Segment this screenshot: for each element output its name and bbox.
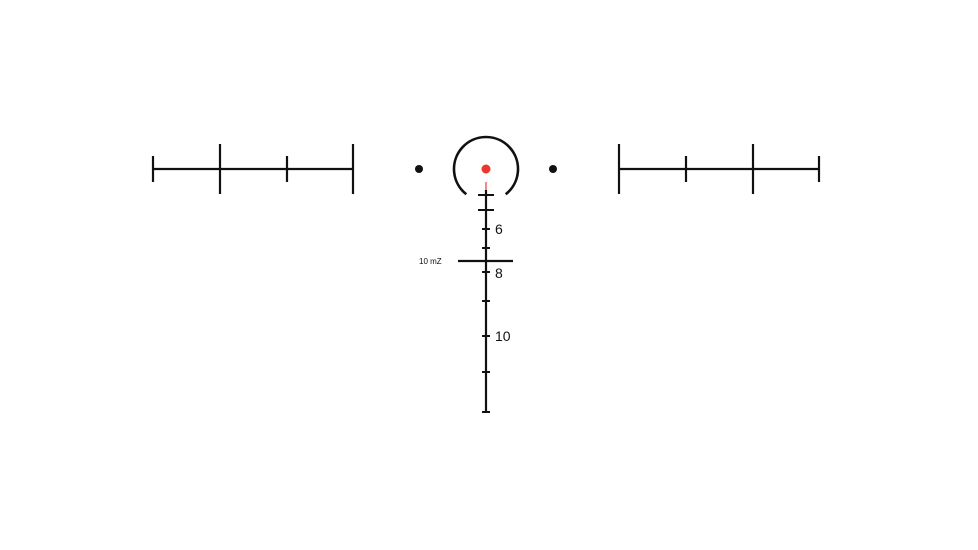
stadia-label-8: 8 [495,265,503,281]
stadia-label-6: 6 [495,221,503,237]
center-aim-dot [481,164,491,174]
side-dot [415,165,423,173]
side-dot [549,165,557,173]
stadia-label-10: 10 [495,328,511,344]
crossbar-label: 10 mZ [419,257,442,266]
horseshoe-ring [452,135,520,196]
